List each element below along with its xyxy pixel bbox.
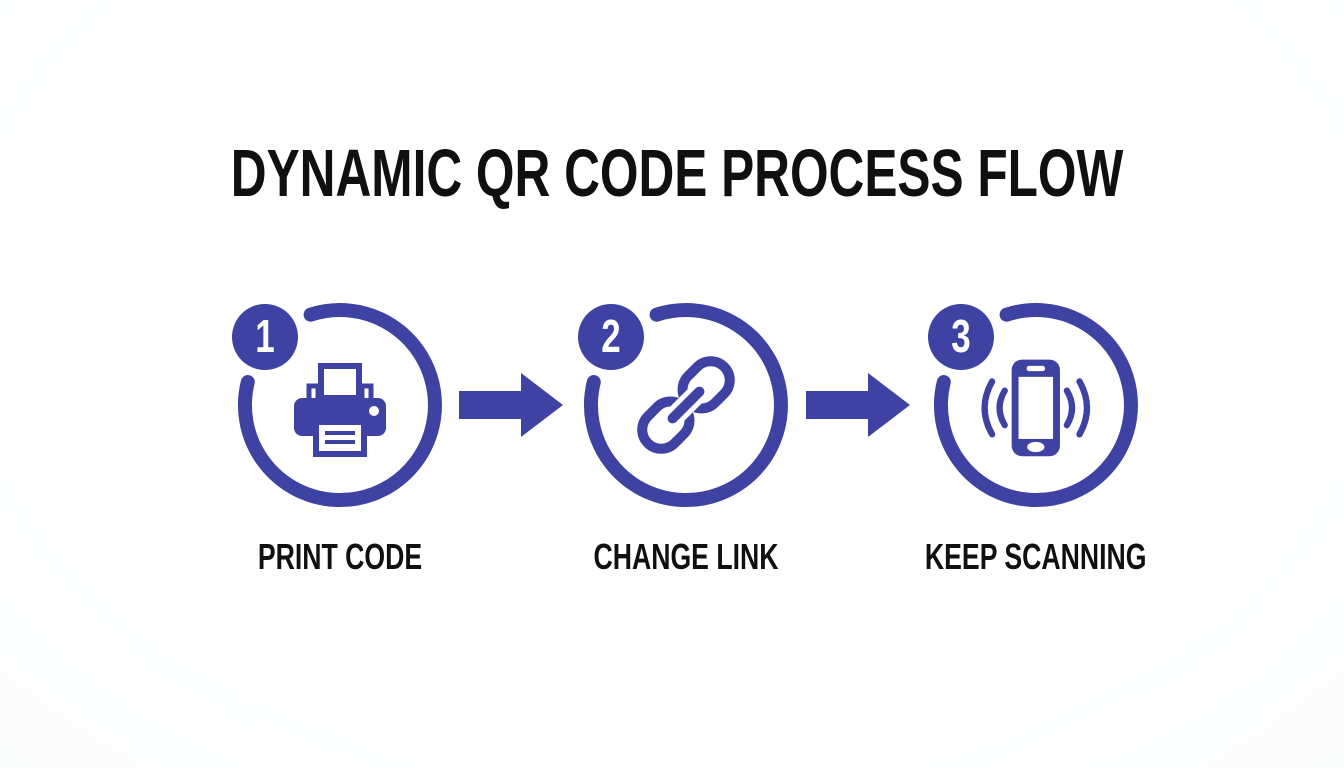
step-number: 1 — [255, 310, 274, 362]
step-ring — [933, 303, 1138, 508]
flow-arrow-right-icon — [806, 373, 910, 437]
step-1-label-text: PRINT CODE — [257, 536, 423, 577]
step-2-graphic: 2 — [578, 303, 788, 508]
printer-icon — [294, 363, 386, 457]
step-3-label-text: KEEP SCANNING — [925, 536, 1147, 577]
vibrating-smartphone-icon — [981, 359, 1091, 457]
step-number-badge — [232, 304, 298, 370]
step-number-badge — [928, 304, 994, 370]
step-change-link: 2 CHANGE LINK — [536, 285, 836, 575]
page-title: DYNAMIC QR CODE PROCESS FLOW — [10, 140, 1344, 207]
flow-arrow-right-icon — [459, 373, 563, 437]
step-2-label: CHANGE LINK — [561, 539, 811, 575]
page-title-text: DYNAMIC QR CODE PROCESS FLOW — [230, 136, 1124, 211]
step-2-label-text: CHANGE LINK — [593, 536, 779, 577]
step-ring — [237, 303, 442, 508]
step-number: 2 — [601, 310, 620, 362]
step-print-code: 1 PRINT CODE — [190, 285, 490, 575]
step-3-label: KEEP SCANNING — [886, 539, 1185, 575]
step-number: 3 — [951, 310, 970, 362]
step-keep-scanning: 3 KEEP SCANNING — [886, 285, 1186, 575]
chain-link-icon — [637, 356, 735, 454]
step-3-graphic: 3 — [928, 303, 1138, 508]
step-1-graphic: 1 — [232, 303, 442, 508]
step-number-badge — [578, 304, 644, 370]
step-1-label: PRINT CODE — [229, 539, 451, 575]
step-ring — [583, 303, 788, 508]
